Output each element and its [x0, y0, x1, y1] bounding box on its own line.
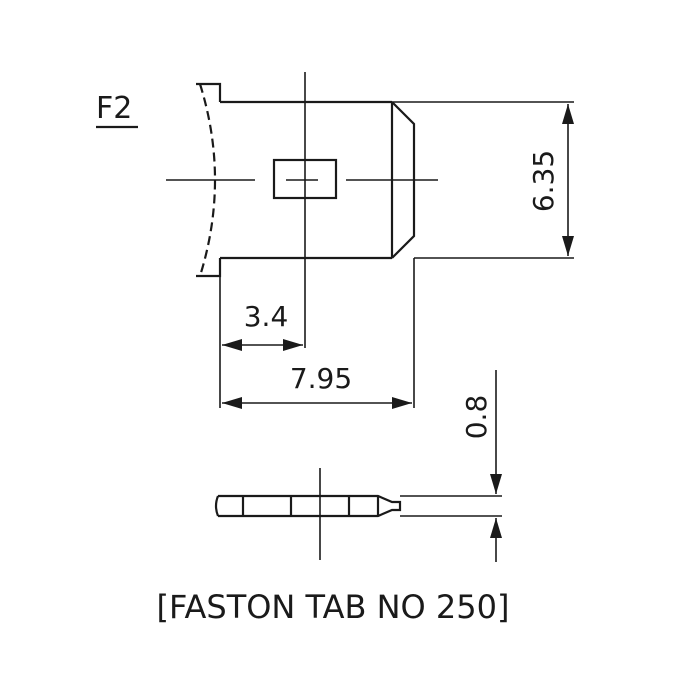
side-profile-break: [214, 495, 220, 517]
side-view: 0.8: [214, 370, 502, 562]
part-id-label: F2: [96, 91, 132, 126]
dim-thickness-label: 0.8: [460, 395, 493, 440]
dim-slot-offset-arrow-right: [283, 339, 303, 351]
caption: [FASTON TAB NO 250]: [157, 588, 510, 626]
break-line: [198, 83, 217, 277]
dim-thickness-arrow-top: [490, 474, 502, 494]
dim-height-label: 6.35: [527, 150, 560, 212]
dim-length-arrow-left: [222, 397, 242, 409]
side-profile: [218, 494, 402, 518]
dim-height-arrow-bottom: [562, 236, 574, 256]
dim-length-arrow-right: [392, 397, 412, 409]
bottom-left-step: [196, 258, 222, 278]
dim-length-label: 7.95: [290, 362, 352, 395]
top-left-step: [196, 82, 222, 102]
dim-slot-offset-label: 3.4: [244, 300, 289, 333]
top-view: F2 6.35 3.4 7.95: [96, 72, 574, 409]
dim-height-arrow-top: [562, 104, 574, 124]
dim-thickness-arrow-bottom: [490, 518, 502, 538]
dim-slot-offset-arrow-left: [222, 339, 242, 351]
